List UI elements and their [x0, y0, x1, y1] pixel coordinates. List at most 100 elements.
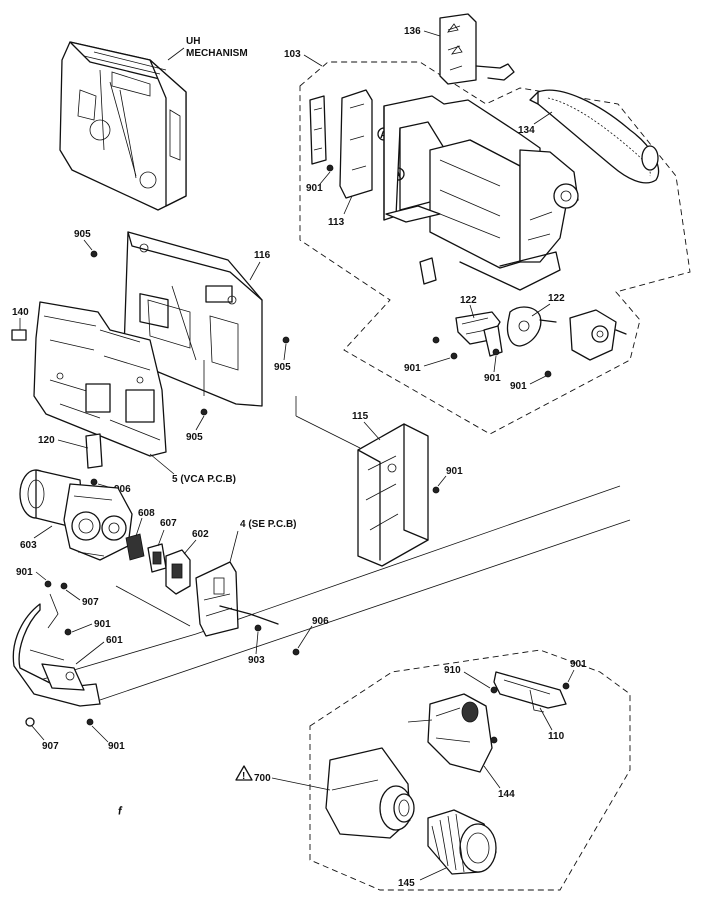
label-120: 120 [38, 435, 55, 446]
screw-903 [254, 624, 262, 632]
label-905-a: 905 [74, 229, 91, 240]
part-110-bracket [493, 671, 567, 713]
part-122-bracket-right [506, 306, 557, 347]
screw-907 [25, 717, 35, 727]
leader-134 [533, 111, 553, 125]
leader-603 [33, 525, 53, 539]
connection-line [295, 415, 361, 449]
leader-vca-pcb [149, 453, 175, 475]
label-601: 601 [106, 635, 123, 646]
leader-601 [75, 641, 105, 665]
leader-901-d [529, 375, 547, 385]
label-607: 607 [160, 518, 177, 529]
connection-line [195, 485, 621, 635]
label-700: 700 [254, 773, 271, 784]
part-115-housing [357, 423, 429, 567]
part-136-bracket [439, 13, 515, 85]
part-side-jack [569, 309, 627, 361]
label-901-c: 901 [484, 373, 501, 384]
leader-115 [363, 421, 381, 441]
leader-901-e [437, 475, 447, 487]
label-113: 113 [328, 217, 345, 228]
label-122-a: 122 [460, 295, 477, 306]
viewfinder-group-boundary [309, 649, 631, 891]
label-602: 602 [192, 529, 209, 540]
label-901-g: 901 [94, 619, 111, 630]
part-700-viewfinder-tube [325, 747, 415, 839]
label-144: 144 [498, 789, 515, 800]
label-901-b: 901 [404, 363, 421, 374]
label-907-a: 907 [82, 597, 99, 608]
part-601-bracket [12, 593, 101, 707]
leader-901-i [567, 669, 575, 683]
screw-901 [326, 164, 334, 172]
leader-103 [303, 54, 323, 67]
part-113-bracket [309, 89, 373, 199]
label-116: 116 [254, 250, 271, 261]
leader-uh [167, 47, 185, 61]
screw-905 [200, 408, 208, 416]
label-901-h: 901 [108, 741, 125, 752]
screw-907 [60, 582, 68, 590]
leader-607 [157, 529, 165, 547]
leader-907-b [31, 725, 45, 741]
leader-906-b [297, 625, 313, 649]
connection-line [99, 519, 631, 701]
part-116-bracket [123, 231, 263, 407]
part-122-bracket-left [455, 311, 503, 357]
leader-122-b [531, 303, 551, 317]
connection-line [115, 585, 191, 627]
uh-mechanism [59, 41, 187, 211]
leader-901-g [71, 623, 93, 633]
label-110: 110 [548, 731, 565, 742]
leader-905-c [195, 415, 205, 431]
label-901-a: 901 [306, 183, 323, 194]
leader-907-a [65, 589, 81, 601]
label-901-d: 901 [510, 381, 527, 392]
leader-901-b [423, 357, 451, 367]
leader-700 [271, 777, 331, 791]
screw-910 [490, 686, 498, 694]
label-se-pcb: 4 (SE P.C.B) [240, 519, 297, 530]
screw-901 [432, 486, 440, 494]
label-903: 903 [248, 655, 265, 666]
screw-901 [562, 682, 570, 690]
label-115: 115 [352, 411, 369, 422]
part-134-hand-strap [529, 89, 660, 184]
leader-136 [423, 30, 441, 37]
label-901-e: 901 [446, 466, 463, 477]
leader-901-c [493, 355, 497, 373]
screw-906 [90, 478, 98, 486]
label-145: 145 [398, 878, 415, 889]
label-907-b: 907 [42, 741, 59, 752]
frame-group-boundary [299, 61, 691, 435]
label-906-b: 906 [312, 616, 329, 627]
leader-110 [539, 707, 553, 731]
label-uh-mechanism-2: MECHANISM [186, 48, 248, 59]
leader-145 [419, 867, 447, 881]
screw-906 [292, 648, 300, 656]
screw-905 [90, 250, 98, 258]
screw-905 [282, 336, 290, 344]
label-uh-mechanism-1: UH [186, 36, 200, 47]
leader-901-f [35, 571, 47, 581]
leader-122-a [469, 304, 475, 319]
label-608: 608 [138, 508, 155, 519]
label-vca-pcb: 5 (VCA P.C.B) [172, 474, 236, 485]
screw-901 [450, 352, 458, 360]
label-140: 140 [12, 307, 29, 318]
part-145-eyepiece [427, 809, 497, 875]
label-901-i: 901 [570, 659, 587, 670]
leader-905-b [283, 343, 287, 361]
part-140-connector [11, 329, 27, 341]
part-120-plate [85, 433, 103, 469]
label-603: 603 [20, 540, 37, 551]
label-910: 910 [444, 665, 461, 676]
vca-pcb [33, 301, 167, 457]
leader-903 [255, 631, 259, 655]
leader-608 [135, 517, 143, 537]
leader-602 [183, 539, 197, 555]
part-144-vf-bracket [407, 693, 498, 773]
leader-144 [483, 765, 501, 789]
